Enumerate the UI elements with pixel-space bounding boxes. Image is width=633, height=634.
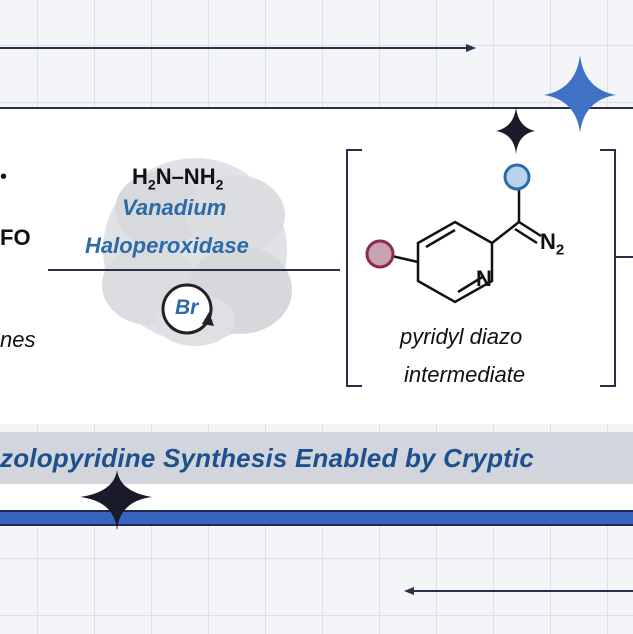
bottom-arrow-head — [404, 587, 414, 595]
bromide-label: Br — [175, 296, 199, 319]
intermediate-caption-line2: intermediate — [404, 362, 526, 387]
left-bracket — [346, 149, 362, 387]
diazo-bond-2 — [514, 227, 538, 245]
formula-n-nh: N–NH — [155, 164, 216, 189]
formula-sub-2: 2 — [215, 176, 224, 193]
formula-sub-1: 2 — [147, 176, 156, 193]
scheme-panel — [0, 107, 633, 424]
diazo-bond-1 — [518, 220, 542, 238]
substituent-node-blue — [503, 163, 531, 191]
enzyme-name-line2: Haloperoxidase — [85, 233, 249, 258]
scheme-title: zolopyridine Synthesis Enabled by Crypti… — [0, 443, 535, 473]
diazo-n: N — [540, 229, 556, 254]
ring-nitrogen-label: N — [476, 266, 492, 291]
top-arrow-head — [466, 44, 476, 52]
left-fragment-bottom: nes — [0, 327, 36, 352]
blue-bar — [0, 510, 633, 526]
substituent-node-red — [365, 239, 395, 269]
left-fragment-top: • — [0, 166, 8, 188]
sparkle-small-dark — [496, 107, 535, 154]
hydrazine-formula: H2N–NH2 — [132, 164, 223, 192]
formula-h: H — [132, 164, 148, 189]
bromide-cycle-icon — [161, 283, 214, 335]
sparkle-large-blue — [544, 55, 616, 133]
left-fragment-middle: FO — [0, 225, 31, 250]
ring-to-carbon-bond — [491, 221, 520, 244]
white-strip — [0, 484, 633, 512]
enzyme-name-line1: Vanadium — [122, 195, 227, 220]
diazo-label: N2 — [540, 229, 564, 258]
diazo-sub: 2 — [555, 241, 565, 259]
intermediate-caption-line1: pyridyl diazo — [400, 324, 523, 349]
right-bracket — [600, 149, 616, 387]
